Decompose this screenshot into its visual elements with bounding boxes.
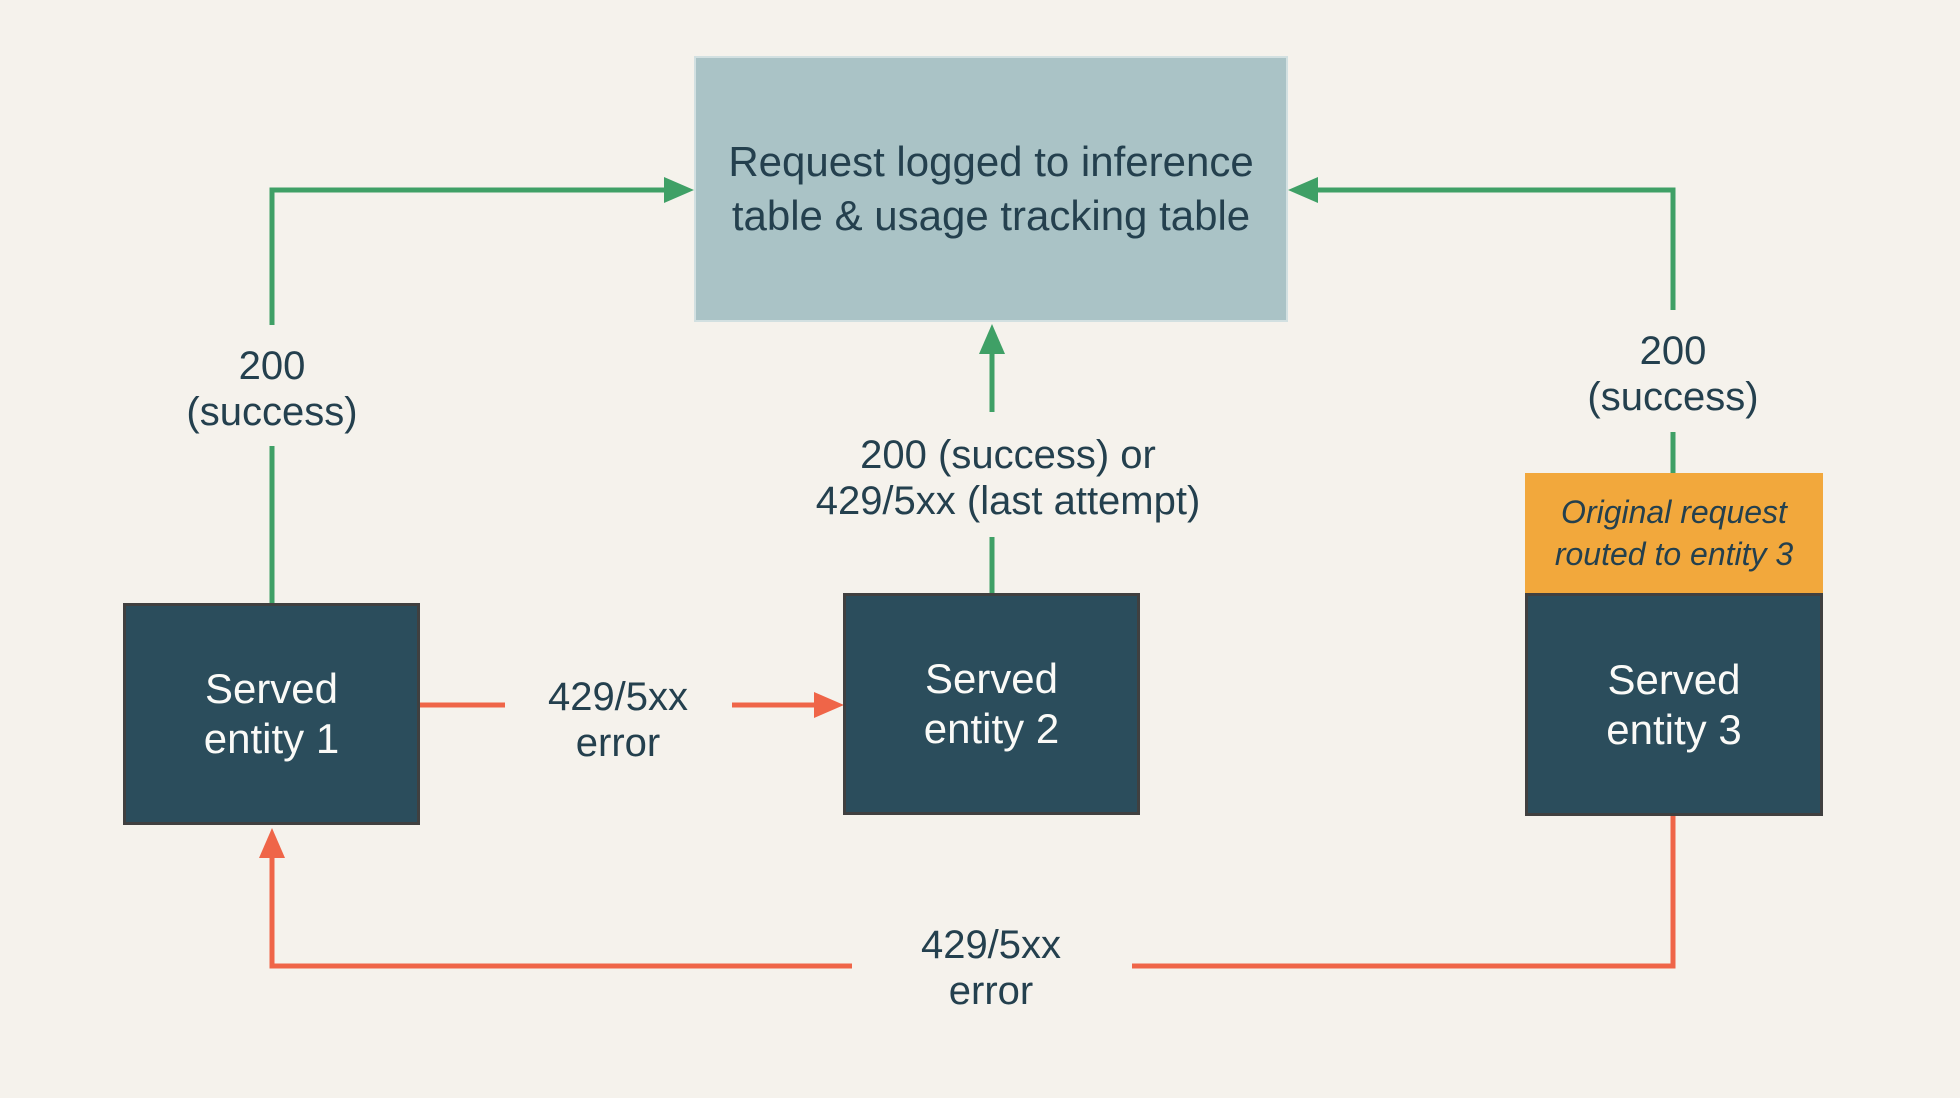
- served-entity-3-box: Served entity 3: [1525, 593, 1823, 816]
- served-entity-2-box: Served entity 2: [843, 593, 1140, 815]
- success-arrowhead-entity3: [1288, 177, 1318, 203]
- edge-label-entity3-success: 200 (success): [1587, 329, 1759, 419]
- error-arrowhead-entity1: [259, 828, 285, 858]
- edge-label-entity2-result: 200 (success) or 429/5xx (last attempt): [815, 433, 1201, 523]
- error-arrowhead-entity2: [814, 692, 844, 718]
- success-arrowhead-entity2: [979, 324, 1005, 354]
- routing-note: Original request routed to entity 3: [1525, 473, 1823, 594]
- error-arrow-entity3-entity1: [269, 856, 852, 969]
- success-arrow-entity1-elbow: [269, 187, 666, 325]
- edge-label-entity1-to-entity2-error: 429/5xx error: [547, 675, 689, 765]
- edge-label-entity1-success: 200 (success): [186, 344, 358, 434]
- served-entity-1-box: Served entity 1: [123, 603, 420, 825]
- success-arrow-entity3-elbow: [1316, 187, 1676, 310]
- success-arrowhead-entity1: [664, 177, 694, 203]
- log-box: Request logged to inference table & usag…: [694, 56, 1288, 322]
- error-arrow-entity3-down: [1132, 816, 1676, 969]
- edge-label-entity3-to-entity1-error: 429/5xx error: [920, 923, 1062, 1013]
